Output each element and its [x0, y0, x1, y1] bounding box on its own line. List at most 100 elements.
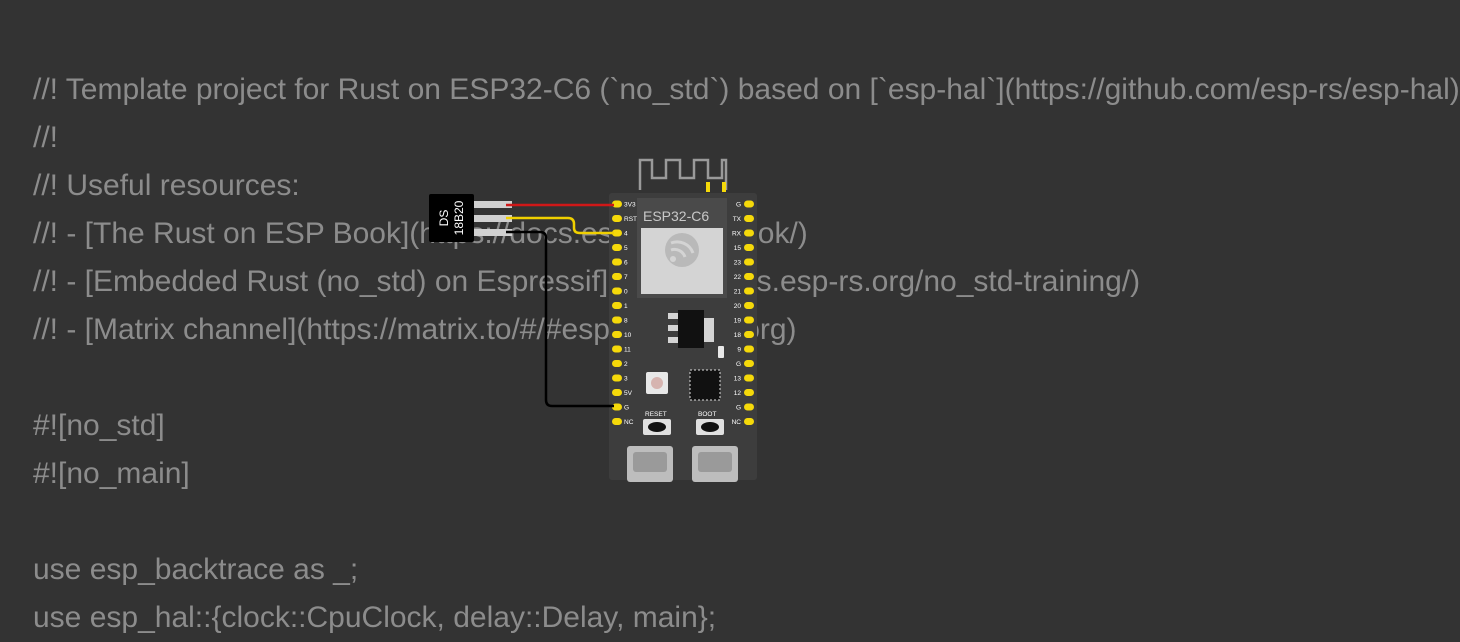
left-pin-label: 3V3 — [624, 201, 636, 208]
rgb-led-lens — [651, 377, 663, 389]
left-pin-label: 1 — [624, 303, 628, 310]
left-pin-pad[interactable] — [612, 302, 622, 309]
left-pin-pad[interactable] — [612, 287, 622, 295]
right-pin-label: 15 — [734, 245, 742, 252]
sensor-body — [429, 194, 474, 242]
left-pin-label: 7 — [624, 274, 628, 281]
antenna-pad — [706, 182, 710, 192]
right-pin-pad[interactable] — [744, 229, 754, 237]
right-pin-pad[interactable] — [744, 418, 754, 425]
left-pin-label: 6 — [624, 259, 628, 266]
left-pin-pad[interactable] — [612, 345, 622, 353]
left-pin-pad[interactable] — [612, 418, 622, 425]
right-pin-label: 23 — [734, 259, 742, 266]
usb-port-left[interactable] — [627, 446, 673, 482]
voltage-regulator — [678, 310, 704, 348]
espressif-logo-icon — [665, 233, 699, 267]
code-editor[interactable]: //! Template project for Rust on ESP32-C… — [33, 66, 1460, 642]
right-pin-label: 12 — [734, 390, 742, 397]
left-pin-pad[interactable] — [612, 316, 622, 324]
wire-data[interactable] — [506, 216, 614, 235]
right-pin-pad[interactable] — [744, 331, 754, 338]
right-pin-label: 20 — [734, 303, 742, 310]
sensor-lead — [474, 215, 512, 222]
right-pin-pad[interactable] — [744, 287, 754, 295]
left-pin-pad[interactable] — [612, 258, 622, 266]
sensor-label: 18B20 — [452, 200, 466, 235]
reset-button[interactable] — [643, 419, 671, 435]
right-pin-label: 18 — [734, 332, 742, 339]
right-pin-pad[interactable] — [744, 244, 754, 251]
circuit-diagram: ESP32-C6 RESET BOOT — [429, 158, 757, 482]
code-line: //! Useful resources: — [33, 169, 300, 202]
left-pin-label: G — [624, 404, 629, 411]
left-pin-pad[interactable] — [612, 360, 622, 367]
left-pin-pad[interactable] — [612, 374, 622, 382]
right-pin-label: G — [736, 404, 741, 411]
right-pin-pad[interactable] — [744, 215, 754, 222]
right-pin-label: 13 — [734, 375, 742, 382]
left-pin-pad[interactable] — [612, 229, 622, 237]
code-line: use esp_hal::{clock::CpuClock, delay::De… — [33, 601, 717, 634]
left-pin-label: 3 — [624, 375, 628, 382]
right-pin-label: 22 — [734, 274, 742, 281]
left-pin-pad[interactable] — [612, 389, 622, 396]
antenna-trace — [638, 158, 728, 190]
right-pin-pad[interactable] — [744, 316, 754, 324]
regulator-pin — [668, 313, 678, 319]
reset-button-label: RESET — [645, 411, 667, 418]
left-pin-label: 8 — [624, 317, 628, 324]
left-pin-label: 4 — [624, 230, 628, 237]
boot-button[interactable] — [696, 419, 724, 435]
right-pin-pad[interactable] — [744, 403, 754, 411]
board-name: ESP32-C6 — [643, 208, 709, 224]
sensor-lead — [474, 229, 512, 236]
right-pin-pad[interactable] — [744, 258, 754, 266]
left-pin-pad[interactable] — [612, 273, 622, 280]
sensor-label: DS — [437, 210, 451, 227]
left-pin-pad[interactable] — [612, 331, 622, 338]
usb-chip — [689, 369, 721, 401]
regulator-pin — [668, 337, 678, 343]
left-pin-pad[interactable] — [612, 215, 622, 222]
left-pin-pad[interactable] — [612, 403, 622, 411]
boot-button-label: BOOT — [698, 411, 716, 418]
esp32-board[interactable]: ESP32-C6 RESET BOOT — [609, 158, 757, 482]
left-pin-label: 5V — [624, 390, 633, 397]
left-pin-label: NC — [624, 419, 634, 426]
regulator-pin — [668, 325, 678, 331]
right-pin-label: G — [736, 201, 741, 208]
code-line: use esp_backtrace as _; — [33, 553, 359, 586]
left-pin-label: RST — [624, 216, 637, 223]
left-pin-label: 10 — [624, 332, 632, 339]
right-pin-pad[interactable] — [744, 374, 754, 382]
sensor-lead — [474, 201, 512, 208]
right-pin-label: 9 — [737, 346, 741, 353]
right-pin-label: TX — [733, 216, 742, 223]
usb-port-right[interactable] — [692, 446, 738, 482]
right-pin-pad[interactable] — [744, 273, 754, 280]
code-line: #![no_main] — [33, 457, 190, 490]
left-pin-label: 0 — [624, 288, 628, 295]
right-pin-pad[interactable] — [744, 345, 754, 353]
code-line: //! Template project for Rust on ESP32-C… — [33, 73, 1460, 106]
right-pin-label: RX — [732, 230, 742, 237]
left-pin-label: 2 — [624, 361, 628, 368]
right-pin-pad[interactable] — [744, 200, 754, 208]
regulator-tab — [704, 318, 714, 342]
right-pin-pad[interactable] — [744, 360, 754, 367]
right-pin-pad[interactable] — [744, 389, 754, 396]
right-pin-pad[interactable] — [744, 302, 754, 309]
right-pin-label: 19 — [734, 317, 742, 324]
right-pin-label: 21 — [734, 288, 742, 295]
wire-gnd[interactable] — [506, 230, 614, 408]
left-pin-pad[interactable] — [612, 200, 622, 208]
antenna-pad — [722, 182, 726, 192]
ds18b20-sensor[interactable]: DS 18B20 — [429, 194, 512, 242]
right-pin-label: G — [736, 361, 741, 368]
left-pin-label: 11 — [624, 346, 631, 353]
left-pin-pad[interactable] — [612, 244, 622, 251]
code-line: //! — [33, 121, 59, 154]
